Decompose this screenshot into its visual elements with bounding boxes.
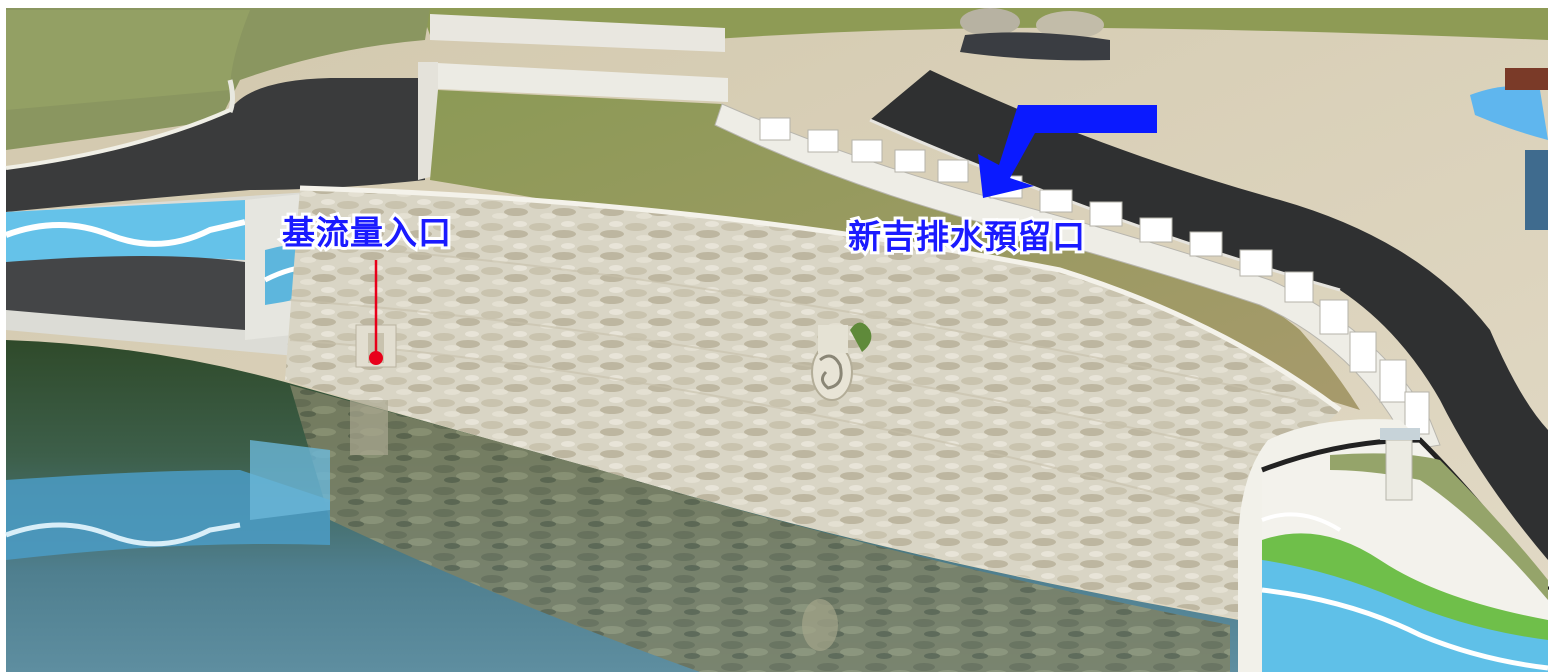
base-flow-inlet-text: 基流量入口	[282, 213, 452, 252]
drainage-outlet-label: 新吉排水預留口新吉排水預留口	[845, 210, 1088, 259]
base-flow-inlet-pointer	[369, 260, 383, 365]
photo-area	[4, 8, 1549, 672]
drainage-outlet-arrow	[978, 105, 1157, 198]
drainage-outlet-text: 新吉排水預留口	[848, 217, 1086, 256]
base-flow-inlet-label: 基流量入口基流量入口	[279, 206, 454, 255]
